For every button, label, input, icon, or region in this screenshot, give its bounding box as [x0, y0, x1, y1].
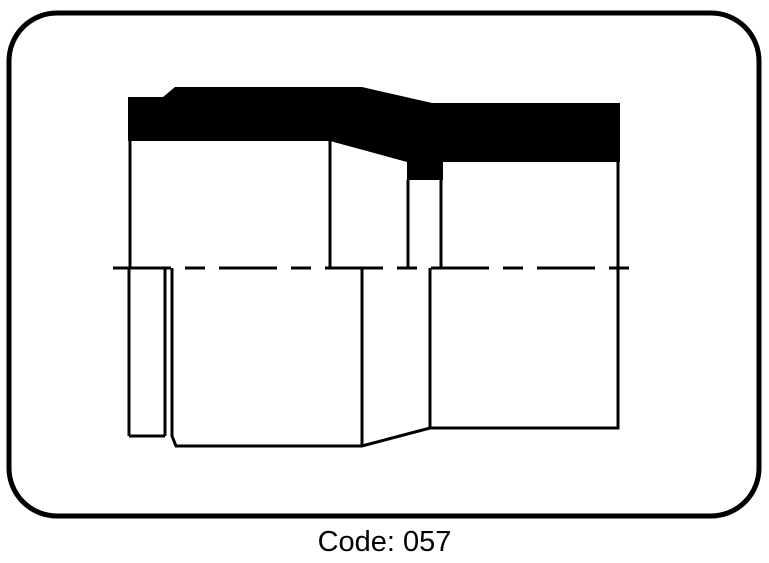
wall-section-band	[128, 87, 620, 180]
code-caption: Code: 057	[317, 526, 452, 558]
fitting-lower-half	[127, 268, 620, 448]
fitting-upper-half	[128, 87, 620, 268]
